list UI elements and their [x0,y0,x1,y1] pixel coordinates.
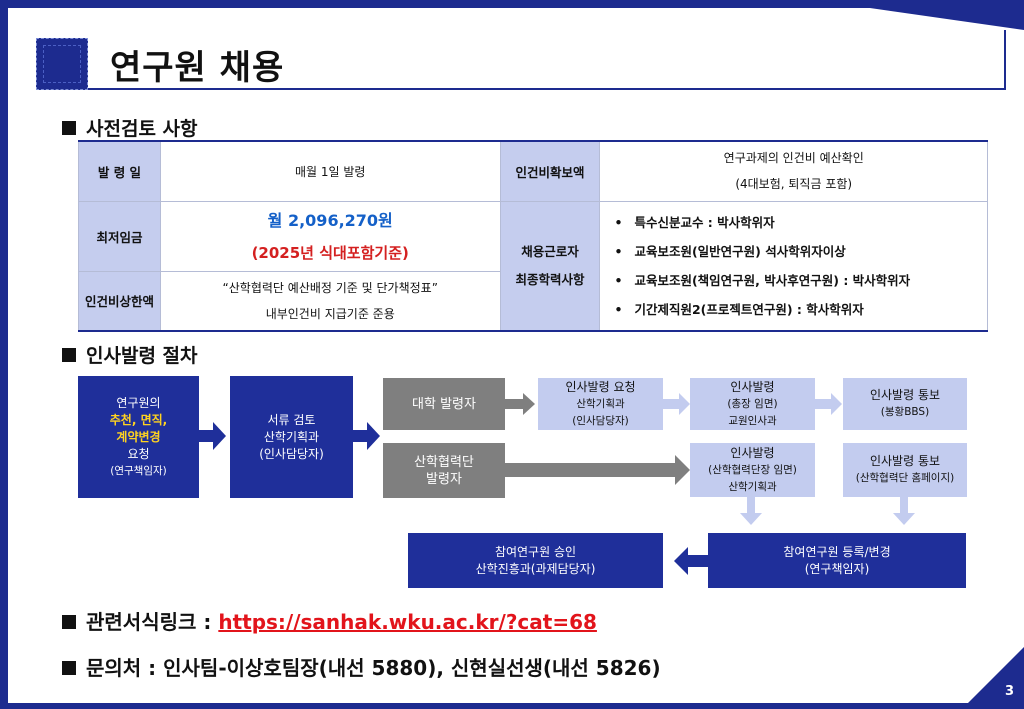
title-rule-vertical [1004,30,1006,90]
page-number: 3 [1004,684,1014,699]
researcher-approval-box: 참여연구원 승인 산학진흥과(과제담당자) [408,533,663,588]
related-forms-line: 관련서식링크 : https://sanhak.wku.ac.kr/?cat=6… [62,606,597,635]
corner-bottom-right-decoration [962,647,1024,709]
salary-cap-label: 인건비상한액 [78,270,161,332]
arrow-register-to-approve [674,547,708,575]
arrow-issue1-to-notify1 [815,393,842,415]
square-bullet-icon [62,615,76,629]
appointment-request-box: 인사발령 요청 산학기획과 (인사담당자) [538,378,663,430]
contact-line: 문의처 : 인사팀-이상호팀장(내선 5880), 신현실선생(내선 5826) [62,652,661,681]
review-section-heading: 사전검토 사항 [62,114,198,141]
square-bullet-icon [62,121,76,135]
step-request-box: 연구원의 추천, 면직, 계약변경 요청 (연구책임자) [78,376,199,498]
appointment-president-box: 인사발령 (총장 임면) 교원인사과 [690,378,815,430]
education-label: 채용근로자 최종학력사항 [499,200,601,332]
appointment-notice-homepage-box: 인사발령 통보 (산학협력단 홈페이지) [843,443,967,497]
min-wage-label: 최저임금 [78,200,161,272]
frame-top-bar [0,0,1024,8]
arrow-notify2-down [893,497,915,525]
title-square-icon [36,38,88,90]
arrow-request-to-issue1 [663,393,690,415]
title-underline [88,88,1006,90]
budget-value: 연구과제의 인건비 예산확인 (4대보험, 퇴직금 포함) [599,140,988,202]
procedure-section-heading: 인사발령 절차 [62,341,198,368]
arrow-univ-to-request [505,393,535,415]
frame-bottom-bar [0,703,1024,709]
square-bullet-icon [62,661,76,675]
page-title: 연구원 채용 [110,48,285,88]
step-document-review-box: 서류 검토 산학기획과 (인사담당자) [230,376,353,498]
education-item: 기간제직원2(프로젝트연구원) : 학사학위자 [614,295,987,324]
arrow-step1-to-step2 [199,422,226,450]
education-requirements: 특수신분교수 : 박사학위자 교육보조원(일반연구원) 석사학위자이상 교육보조… [599,200,988,332]
researcher-registration-box: 참여연구원 등록/변경 (연구책임자) [708,533,966,588]
square-bullet-icon [62,348,76,362]
arrow-step2-to-branch [353,422,380,450]
education-item: 교육보조원(책임연구원, 박사후연구원) : 박사학위자 [614,266,987,295]
arrow-issue2-down [740,497,762,525]
education-item: 특수신분교수 : 박사학위자 [614,208,987,237]
frame-left-bar [0,0,8,709]
university-appointee-box: 대학 발령자 [383,378,505,430]
arrow-foundation-to-issue2 [505,455,690,485]
min-wage-value: 월 2,096,270원 (2025년 식대포함기준) [159,200,501,272]
budget-label: 인건비확보액 [499,140,601,202]
foundation-appointee-box: 산학협력단 발령자 [383,443,505,498]
forms-link[interactable]: https://sanhak.wku.ac.kr/?cat=68 [218,610,597,634]
salary-cap-value: “산학협력단 예산배정 기준 및 단가책정표” 내부인건비 지급기준 준용 [159,270,501,332]
appointment-foundation-head-box: 인사발령 (산학협력단장 임면) 산학기획과 [690,443,815,497]
appointment-notice-bbs-box: 인사발령 통보 (봉황BBS) [843,378,967,430]
corner-top-right-decoration [814,0,1024,30]
education-item: 교육보조원(일반연구원) 석사학위자이상 [614,237,987,266]
review-table: 발 령 일 매월 1일 발령 인건비확보액 연구과제의 인건비 예산확인 (4대… [78,140,988,332]
